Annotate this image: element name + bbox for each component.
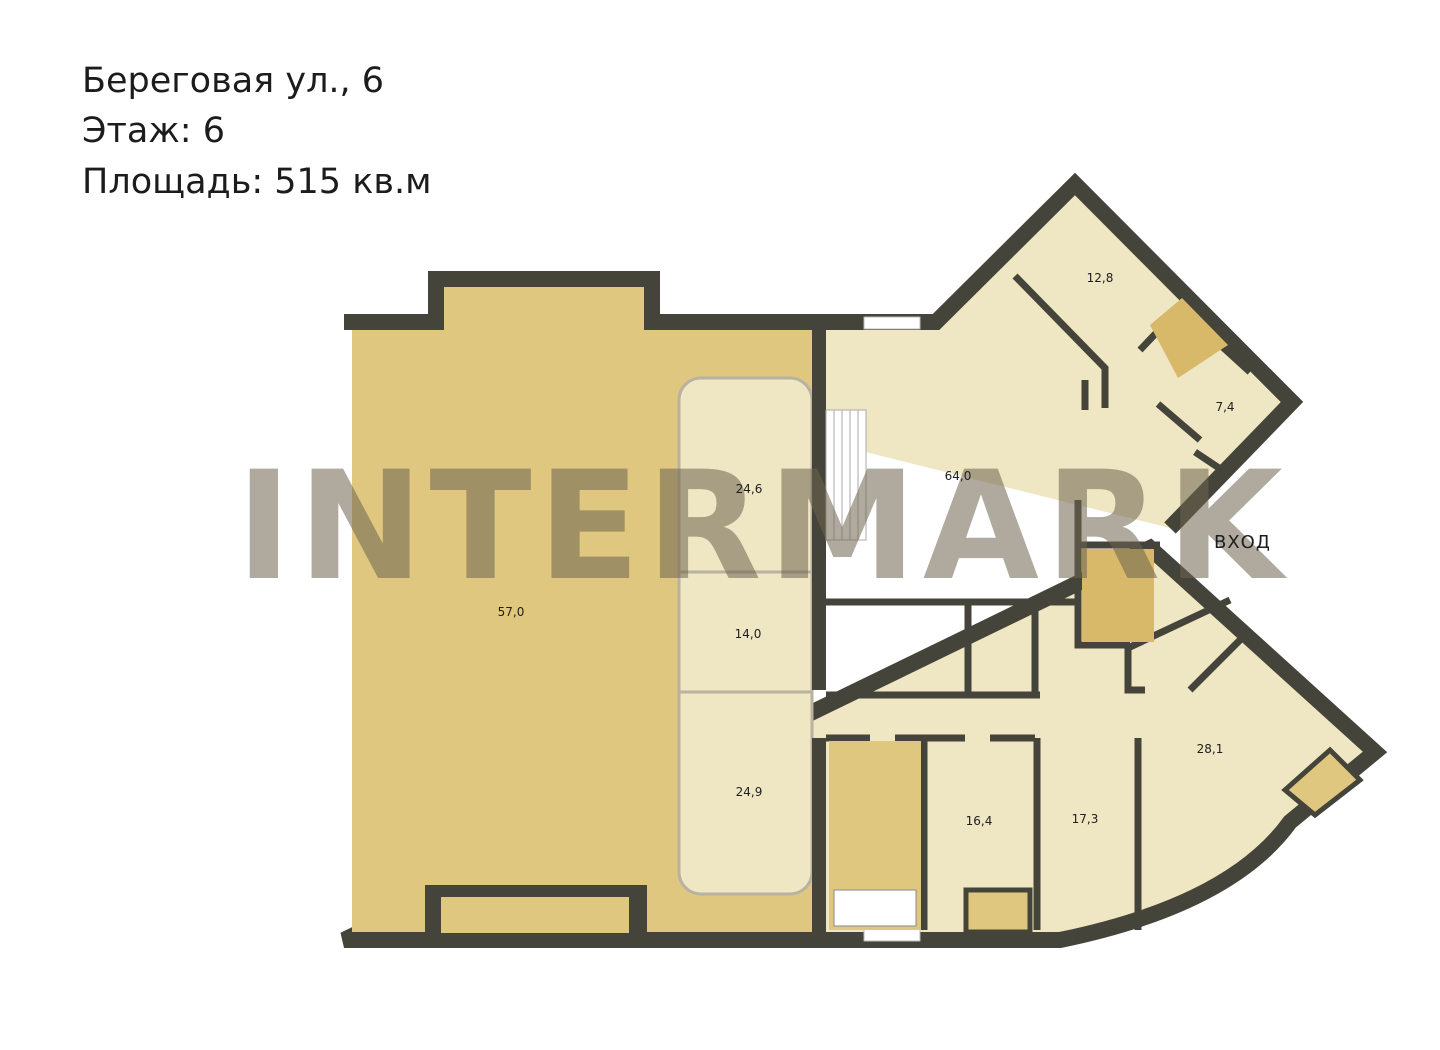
window (863, 928, 921, 942)
wall (812, 318, 826, 690)
area-label: Площадь: 515 кв.м (82, 162, 432, 202)
closet (1281, 746, 1364, 819)
bathroom-ne[interactable] (1150, 298, 1228, 378)
bathtub (833, 889, 917, 927)
room-label: 12,8 (1087, 271, 1114, 285)
room-label: 24,9 (736, 785, 763, 799)
room-label: 64,0 (945, 469, 972, 483)
room-label: 7,4 (1215, 400, 1234, 414)
room-label: 24,6 (736, 482, 763, 496)
room-label: 14,0 (735, 627, 762, 641)
interior-walls (826, 273, 1253, 930)
bottom-niche (441, 897, 629, 933)
entrance-label: ВХОД (1214, 532, 1271, 553)
wall (812, 738, 826, 938)
staircase (825, 409, 867, 541)
address-title: Береговая ул., 6 (82, 61, 385, 101)
intermark-watermark: INTERMARK (236, 440, 1289, 614)
closet (963, 887, 1033, 935)
room-label: 16,4 (966, 814, 993, 828)
floor-label: Этаж: 6 (82, 111, 225, 151)
room-label: 28,1 (1197, 742, 1224, 756)
bathroom-entrance[interactable] (1082, 549, 1154, 642)
room-label: 17,3 (1072, 812, 1099, 826)
window (863, 316, 921, 330)
room-label: 57,0 (498, 605, 525, 619)
